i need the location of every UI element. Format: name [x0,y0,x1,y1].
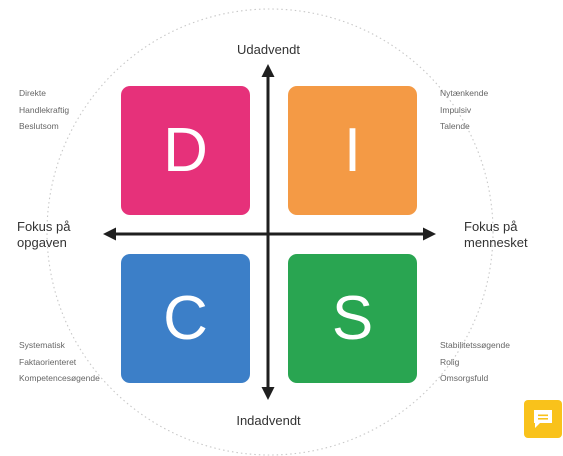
quadrant-d-letter: D [163,115,208,185]
trait-item: Handlekraftig [19,104,70,115]
arrowhead-left [103,227,116,241]
trait-item: Stabilitetssøgende [440,340,510,350]
quadrant-i: I [288,86,417,215]
axis-label-right-line: mennesket [464,235,528,250]
quadrant-s-letter: S [331,283,374,353]
trait-item: Kompetencesøgende [19,373,100,383]
trait-item: Faktaorienteret [19,356,77,367]
quadrant-c-letter: C [163,283,208,353]
traits-i: Nytænkende Impulsiv Talende [440,85,488,135]
trait-item: Rolig [440,356,460,367]
arrowhead-down [261,387,275,400]
trait-item: Direkte [19,88,46,98]
arrowhead-up [261,64,275,77]
trait-item: Omsorgsfuld [440,373,489,383]
chat-bubble-icon [534,410,552,428]
traits-c: Systematisk Faktaorienteret Kompetencesø… [19,337,100,387]
quadrant-s: S [288,254,417,383]
trait-item: Impulsiv [440,104,472,115]
chat-button[interactable] [524,400,562,438]
trait-item: Systematisk [19,340,65,350]
trait-item: Talende [440,121,470,131]
trait-item: Nytænkende [440,88,489,98]
trait-item: Beslutsom [19,121,59,131]
axis-arrows [103,64,436,400]
arrowhead-right [423,227,436,241]
axis-label-right: Fokus på mennesket [464,219,528,251]
axis-label-left: Fokus på opgaven [17,219,70,251]
traits-s: Stabilitetssøgende Rolig Omsorgsfuld [440,337,510,387]
quadrant-c: C [121,254,250,383]
traits-d: Direkte Handlekraftig Beslutsom [19,85,69,135]
quadrant-i-letter: I [343,115,362,185]
axis-label-left-line: opgaven [17,235,67,250]
axis-label-top: Udadvendt [237,42,300,57]
axis-label-left-line: Fokus på [17,219,71,234]
axis-label-bottom: Indadvendt [236,413,301,428]
axis-label-right-line: Fokus på [464,219,518,234]
quadrant-d: D [121,86,250,215]
